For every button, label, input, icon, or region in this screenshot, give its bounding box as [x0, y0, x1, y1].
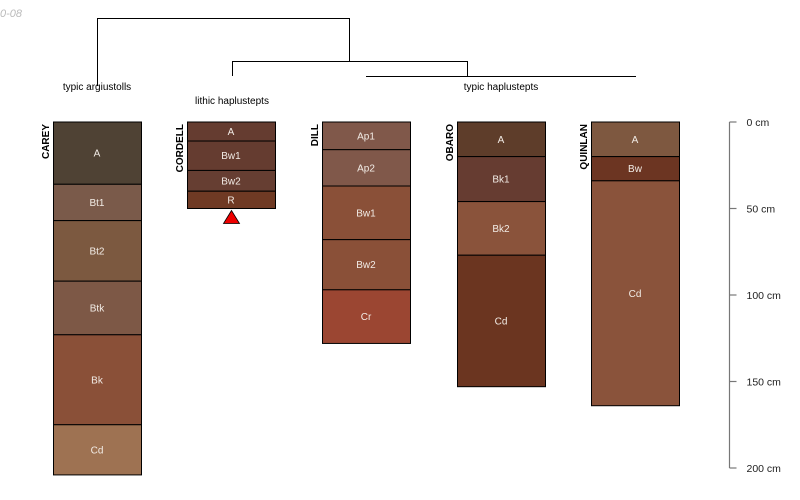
horizon-label: R	[227, 195, 234, 206]
horizon-bk	[53, 334, 142, 426]
horizon-a	[457, 121, 546, 158]
horizon-bw1	[322, 185, 411, 241]
horizon-label: Bk	[91, 375, 104, 386]
horizon-label: A	[632, 135, 639, 146]
date-label: 0-08	[0, 8, 23, 20]
horizon-bk1	[457, 156, 546, 203]
horizon-r	[187, 190, 276, 209]
dendrogram	[97, 18, 636, 86]
horizon-btk	[53, 280, 142, 336]
horizon-label: Bw1	[356, 208, 376, 219]
horizon-bk2	[457, 201, 546, 256]
horizon-label: Bw	[628, 164, 643, 175]
dendrogram-branch-root	[97, 18, 350, 86]
dendrogram-branch-inner	[232, 61, 468, 76]
profile-name: CAREY	[41, 124, 52, 159]
horizon-label: Cd	[91, 445, 104, 456]
horizon-label: Bk2	[492, 224, 510, 235]
horizon-label: Btk	[90, 303, 105, 314]
horizon-label: A	[94, 149, 101, 160]
group-label-typic-haplustepts: typic haplustepts	[464, 82, 539, 93]
horizon-label: Cr	[361, 312, 372, 323]
horizon-a	[53, 121, 142, 185]
horizon-ap1	[322, 121, 411, 151]
horizon-label: Bw1	[221, 151, 241, 162]
horizon-cd	[53, 424, 142, 476]
horizon-label: Cd	[629, 289, 642, 300]
horizon-bw1	[187, 140, 276, 171]
group-label-typic-argiustolls: typic argiustolls	[63, 82, 131, 93]
horizon-label: Bt2	[89, 246, 104, 257]
horizon-label: Bw2	[221, 176, 241, 187]
profile-name: CORDELL	[175, 124, 186, 172]
horizon-label: Ap2	[357, 163, 375, 174]
horizon-cr	[322, 289, 411, 344]
depth-tick-label: 150 cm	[747, 377, 782, 389]
group-label-lithic-haplustepts: lithic haplustepts	[195, 96, 269, 107]
horizon-bw2	[322, 239, 411, 291]
horizon-cd	[457, 254, 546, 388]
horizon-label: Bk1	[492, 175, 510, 186]
lithic-contact-marker-icon	[222, 209, 241, 224]
horizon-bt2	[53, 220, 142, 282]
horizon-label: Ap1	[357, 131, 375, 142]
horizon-label: Bw2	[356, 260, 376, 271]
horizon-bw	[591, 156, 680, 182]
horizon-cd	[591, 180, 680, 407]
depth-tick-label: 50 cm	[747, 204, 776, 216]
depth-tick-label: 100 cm	[747, 290, 782, 302]
horizon-label: Bt1	[89, 198, 104, 209]
horizon-label: A	[228, 127, 235, 138]
depth-tick-label: 0 cm	[747, 117, 770, 129]
horizon-a	[591, 121, 680, 158]
depth-tick-label: 200 cm	[747, 463, 782, 475]
profile-name: OBARO	[445, 124, 456, 161]
horizon-label: A	[498, 135, 505, 146]
depth-axis: 0 cm 50 cm 100 cm 150 cm 200 cm	[728, 117, 782, 475]
profile-name: QUINLAN	[579, 124, 590, 170]
horizon-label: Cd	[495, 316, 508, 327]
profile-name: DILL	[310, 124, 321, 146]
